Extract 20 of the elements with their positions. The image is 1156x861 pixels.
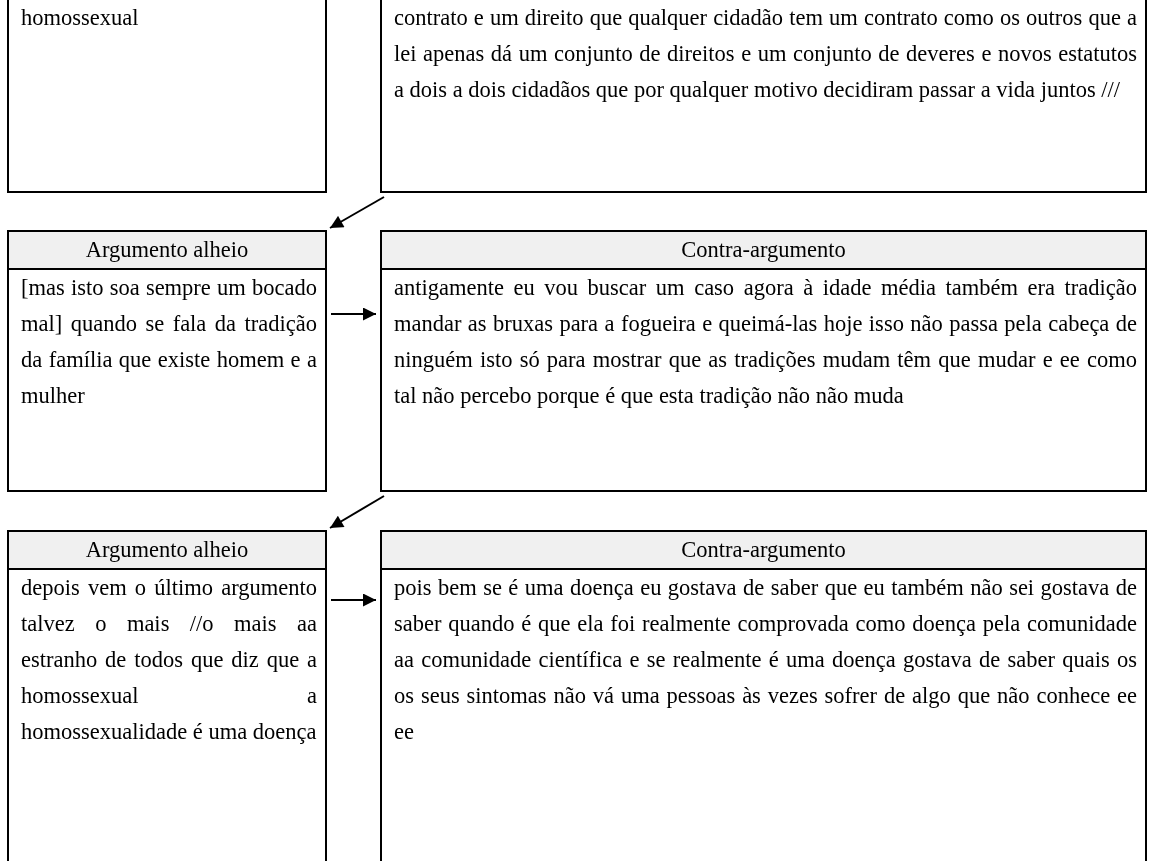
column-header: Contra-argumento [382,532,1145,570]
column-header: Contra-argumento [382,232,1145,270]
column-header: Argumento alheio [9,232,325,270]
column-header: Argumento alheio [9,532,325,570]
arrow [329,495,385,529]
argument-table [7,230,327,492]
arrow [329,196,385,229]
body-text: contrato e um direito que qualquer cidadão tem um contrato como os outros que a lei apenas dá um conjunto de direitos e um conjunto de deveres e novos estatutos a dois a dois cidadãos que por qualquer motivo decidiram passar a vida juntos /// [393,4,1138,104]
text-box [7,0,327,193]
arrow [330,593,377,607]
text-box [380,0,1147,193]
argument-table [7,530,327,861]
arrow [330,307,377,321]
body-text: antigamente eu vou buscar um caso agora à idade média também era tradição mandar as bruxas para a fogueira e queimá-las hoje isso não passa pela cabeça de ninguém isto só para mostrar que as tradições mudam têm que mudar e ee como tal não percebo porque é que esta tradição não não muda [393,274,1138,410]
body-text: [mas isto soa sempre um bocado mal] quando se fala da tradição da família que existe homem e a mulher [20,274,318,410]
body-text: depois vem o último argumento talvez o mais //o mais aa estranho de todos que diz que a homossexual a homossexualidade é uma doença [20,574,318,746]
argument-table [380,530,1147,861]
argument-table [380,230,1147,492]
body-text: pois bem se é uma doença eu gostava de saber que eu também não sei gostava de saber quando é que ela foi realmente comprovada como doença pela comunidade aa comunidade científica e se realmente é uma doença gostava de saber quais os os seus sintomas não vá uma pessoas às vezes sofrer de algo que não conhece ee ee [393,574,1138,746]
body-text: homossexual [20,4,140,32]
